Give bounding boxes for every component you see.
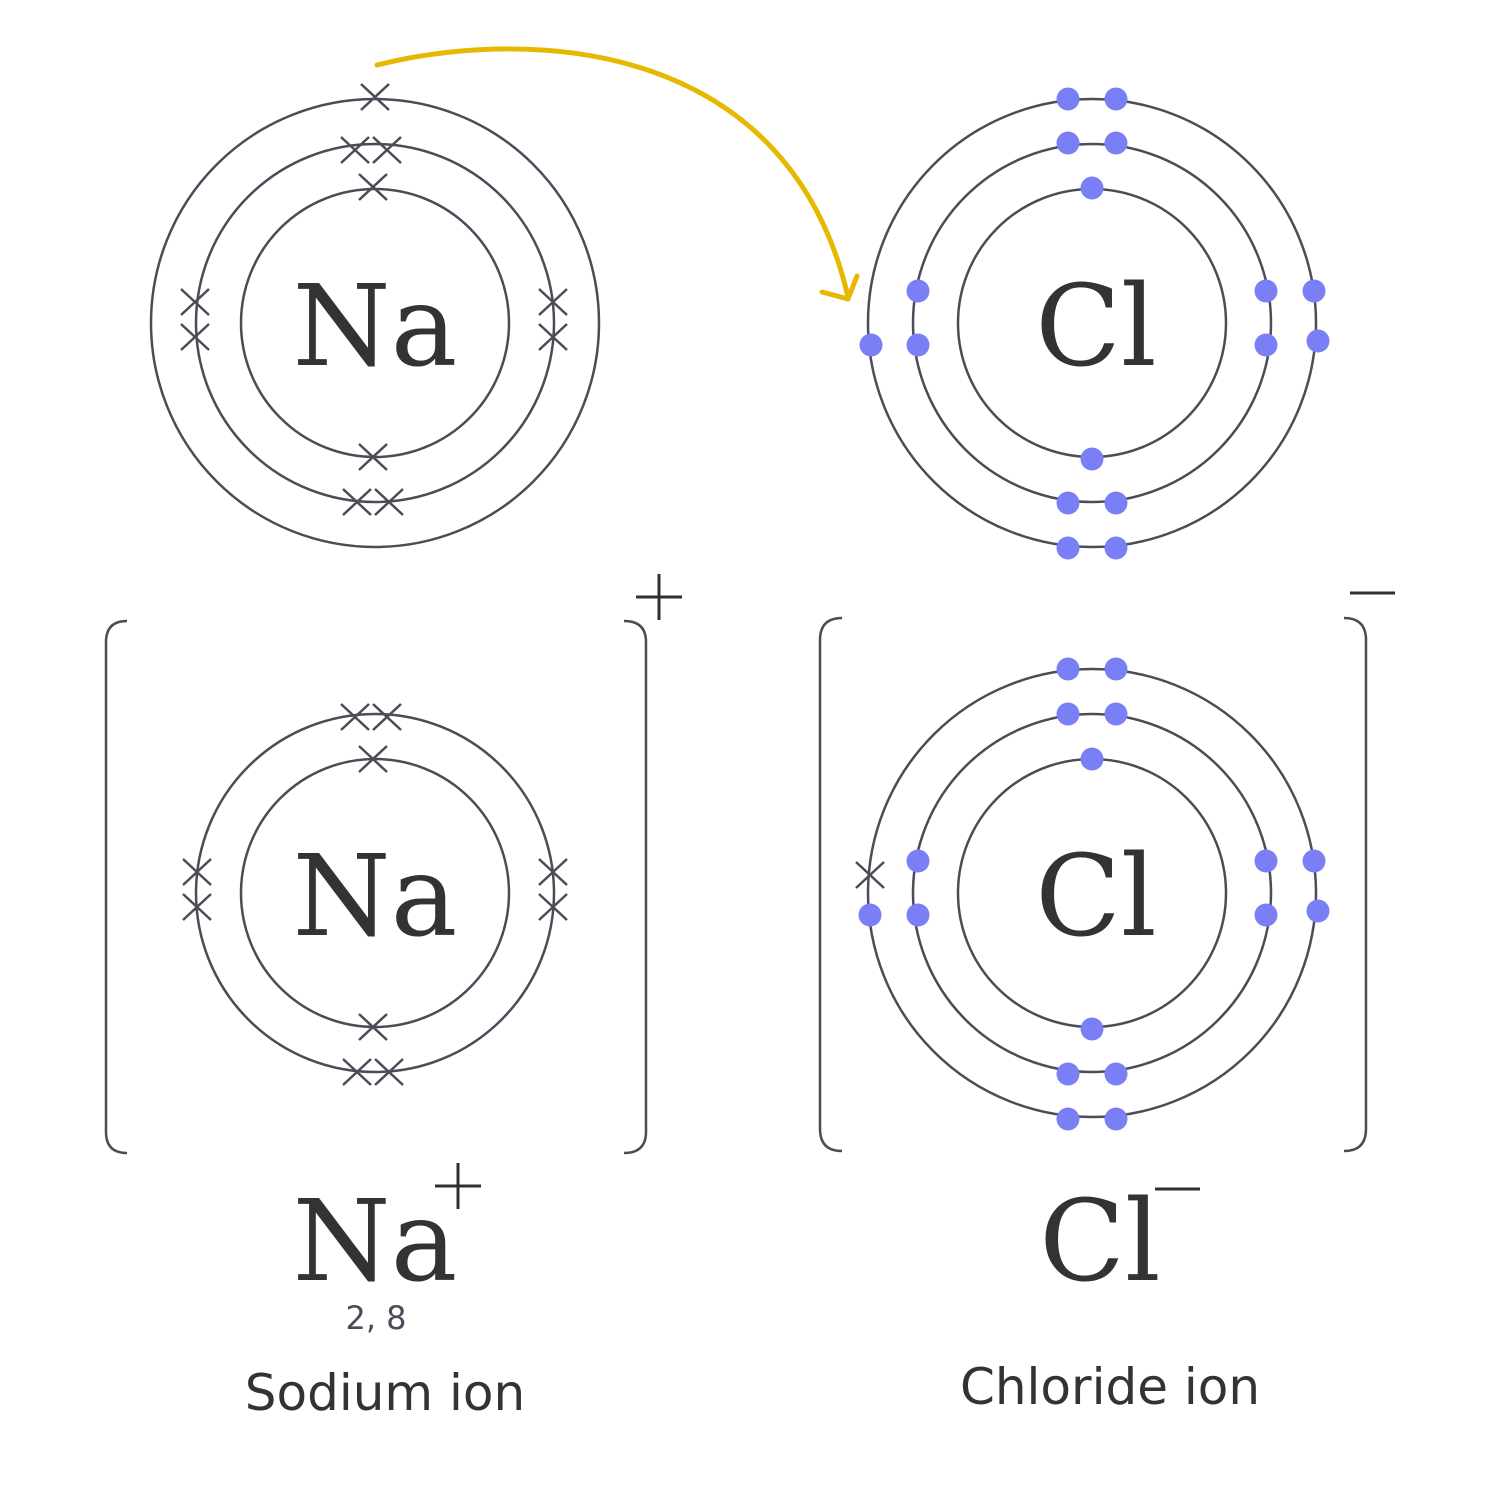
cross-icon: [182, 893, 212, 921]
dot-icon: [1056, 1062, 1080, 1086]
sodium-shell-2: [194, 142, 556, 504]
dot-icon: [1104, 657, 1128, 681]
cross-icon: [342, 488, 372, 516]
cross-icon: [358, 1013, 388, 1041]
chloride-ion-name: Chloride ion: [960, 1358, 1260, 1416]
transfer-arrowhead-icon: [819, 273, 860, 302]
dot-icon: [1056, 702, 1080, 726]
sodium-atom-electrons: [180, 83, 568, 516]
sodium-atom-symbol: Na: [293, 262, 458, 392]
cross-icon: [358, 443, 388, 471]
dot-icon: [1306, 329, 1330, 353]
plus-sign-icon: [636, 574, 682, 620]
cross-icon: [374, 488, 404, 516]
dot-icon: [1306, 899, 1330, 923]
formula-plus-sign-icon: [435, 1163, 481, 1209]
sodium-ion-symbol: Na: [293, 832, 458, 962]
dot-icon: [1056, 87, 1080, 111]
cross-icon: [374, 1058, 404, 1086]
chloride-ion-charge: −: [1350, 591, 1395, 595]
cross-icon: [538, 893, 568, 921]
chlorine-shell-3: [866, 97, 1318, 549]
dot-icon: [1056, 1107, 1080, 1131]
sodium-ion-charge: +: [636, 574, 682, 620]
dot-icon: [1104, 536, 1128, 560]
dot-icon: [1104, 491, 1128, 515]
dot-icon: [906, 279, 930, 303]
dot-icon: [1104, 87, 1128, 111]
dot-icon: [1080, 176, 1104, 200]
dot-icon: [1254, 279, 1278, 303]
cross-icon: [372, 703, 402, 731]
dot-icon: [1254, 333, 1278, 357]
chlorine-shell-2: [911, 142, 1273, 504]
sodium-ion-name: Sodium ion: [245, 1364, 525, 1422]
electron-transfer-arrow: [374, 46, 860, 302]
cross-icon: [180, 323, 210, 351]
dot-icon: [1056, 131, 1080, 155]
sodium-ion-shell-2: [194, 712, 556, 1074]
chloride-ion-formula: Cl − Chloride ion: [960, 1177, 1260, 1416]
dot-icon: [1104, 702, 1128, 726]
cross-icon: [180, 288, 210, 316]
cross-icon: [340, 136, 370, 164]
dot-icon: [1302, 849, 1326, 873]
cross-icon: [360, 83, 390, 111]
chloride-ion-formula-symbol: Cl: [1039, 1177, 1161, 1307]
dot-icon: [859, 333, 883, 357]
cross-icon: [358, 745, 388, 773]
chloride-ion-right-bracket: [1343, 616, 1368, 1153]
cross-icon: [538, 288, 568, 316]
dot-icon: [1302, 279, 1326, 303]
chloride-ion-shell-2: [911, 712, 1273, 1074]
transferred-electron-cross-icon: [855, 861, 885, 889]
dot-icon: [1080, 1017, 1104, 1041]
cross-icon: [342, 1058, 372, 1086]
sodium-ion-configuration: 2, 8: [345, 1299, 406, 1337]
cross-icon: [538, 858, 568, 886]
cross-icon: [182, 858, 212, 886]
cross-icon: [372, 136, 402, 164]
dot-icon: [1080, 447, 1104, 471]
transfer-arrow-path: [374, 46, 851, 300]
chlorine-atom-electrons: [859, 87, 1330, 560]
dot-icon: [1104, 1107, 1128, 1131]
dot-icon: [1104, 131, 1128, 155]
chloride-ion-electrons: [855, 657, 1330, 1131]
cross-icon: [340, 703, 370, 731]
cross-icon: [358, 173, 388, 201]
dot-icon: [858, 903, 882, 927]
sodium-ion-right-bracket: [623, 619, 648, 1155]
sodium-ion-diagram: + Na: [104, 574, 682, 1155]
sodium-atom-diagram: Na: [149, 83, 601, 549]
dot-icon: [906, 849, 930, 873]
cross-icon: [538, 323, 568, 351]
dot-icon: [1056, 657, 1080, 681]
sodium-ion-shell-1: [239, 757, 511, 1029]
chloride-ion-symbol: Cl: [1035, 832, 1157, 962]
sodium-ion-left-bracket: [104, 619, 128, 1155]
chloride-ion-shell-3: [866, 667, 1318, 1119]
dot-icon: [906, 333, 930, 357]
dot-icon: [906, 903, 930, 927]
sodium-ion-formula-symbol: Na: [293, 1177, 458, 1307]
dot-icon: [1254, 903, 1278, 927]
dot-icon: [1056, 491, 1080, 515]
chloride-ion-left-bracket: [818, 616, 843, 1153]
sodium-ion-electrons: [182, 703, 568, 1086]
sodium-shell-3: [149, 97, 601, 549]
chlorine-atom-diagram: Cl: [859, 87, 1330, 560]
chloride-ion-diagram: − Cl: [818, 591, 1395, 1153]
sodium-ion-formula: Na + 2, 8 Sodium ion: [245, 1163, 525, 1422]
dot-icon: [1254, 849, 1278, 873]
chlorine-atom-symbol: Cl: [1035, 262, 1157, 392]
dot-icon: [1104, 1062, 1128, 1086]
dot-icon: [1080, 747, 1104, 771]
dot-icon: [1056, 536, 1080, 560]
